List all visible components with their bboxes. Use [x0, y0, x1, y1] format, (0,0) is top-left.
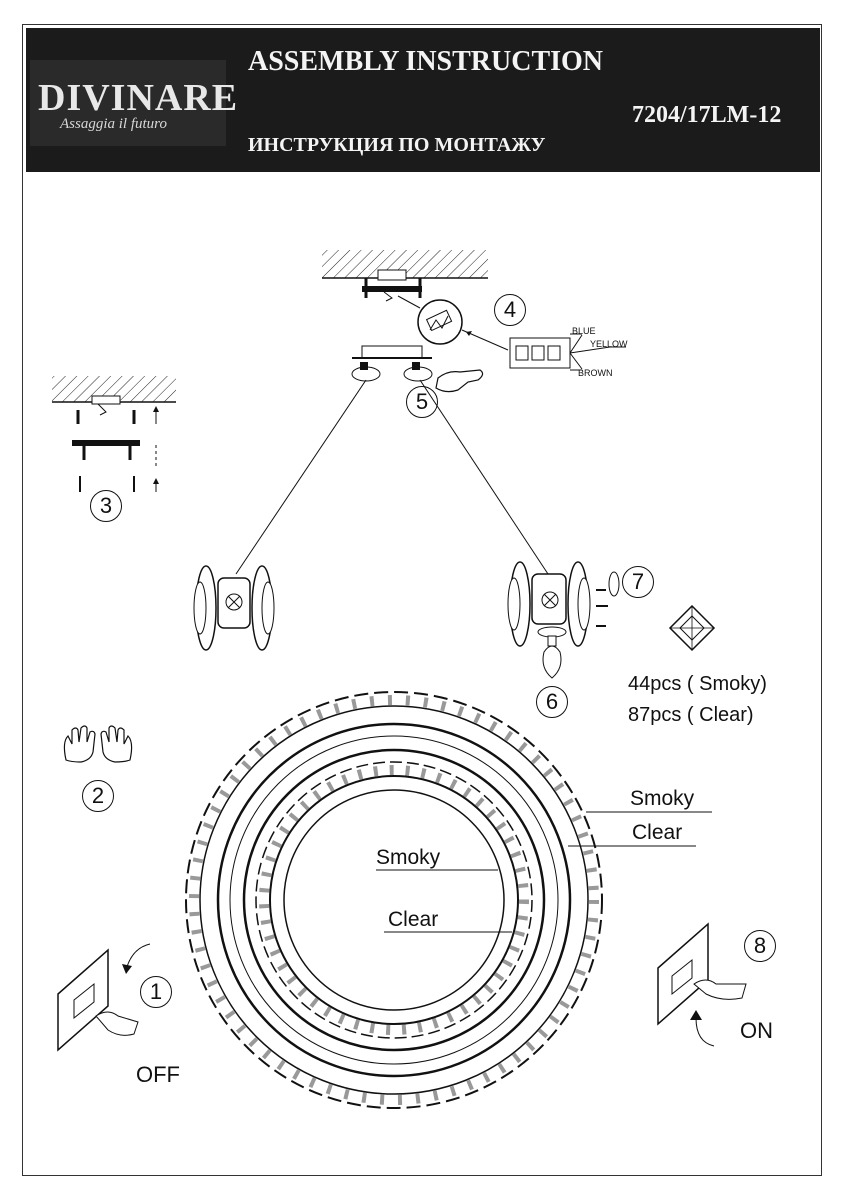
step-5: 5 [406, 386, 438, 418]
light-switch-icon [57, 943, 151, 1052]
step-1: 1 [140, 976, 172, 1008]
step-4: 4 [494, 294, 526, 326]
step-3: 3 [90, 490, 122, 522]
fixture-side-view-left [193, 565, 275, 651]
hand-icon [435, 369, 484, 393]
wire-label-blue: BLUE [572, 326, 596, 336]
step-8: 8 [744, 930, 776, 962]
light-switch-icon [657, 922, 747, 1047]
gloves-icon [63, 725, 133, 763]
outer-clear-label: Clear [632, 821, 683, 844]
fixture-side-view-right [507, 561, 620, 647]
off-label: OFF [136, 1062, 180, 1087]
title-russian: ИНСТРУКЦИЯ ПО МОНТАЖУ [248, 134, 546, 156]
step-2: 2 [82, 780, 114, 812]
title-english: ASSEMBLY INSTRUCTION [248, 46, 604, 77]
ring-fixture-bottom-view [185, 691, 603, 1109]
ceiling-icon [322, 250, 488, 302]
wire-label-yellow: YELLOW [590, 339, 628, 349]
model-number: 7204/17LM-12 [632, 102, 782, 128]
canopy-plate-icon [351, 345, 433, 382]
inner-clear-label: Clear [388, 908, 439, 931]
clear-count: 87pcs ( Clear) [628, 704, 754, 726]
wire-label-brown: BROWN [578, 368, 613, 378]
mounting-bracket-icon [52, 376, 176, 492]
outer-smoky-label: Smoky [630, 787, 695, 810]
connector-detail-icon [397, 295, 509, 351]
logo-wordmark: DIVINARE [38, 77, 239, 119]
terminal-block-icon [509, 333, 626, 371]
logo [30, 60, 226, 146]
logo-tagline: Assaggia il futuro [60, 116, 167, 132]
crystal-icon [668, 604, 716, 652]
page-frame [22, 24, 822, 1176]
inner-smoky-label: Smoky [376, 846, 441, 869]
bulb-icon [542, 635, 562, 679]
step-7: 7 [622, 566, 654, 598]
step-6: 6 [536, 686, 568, 718]
on-label: ON [740, 1018, 773, 1043]
smoky-count: 44pcs ( Smoky) [628, 673, 767, 695]
leader-lines [376, 811, 712, 933]
